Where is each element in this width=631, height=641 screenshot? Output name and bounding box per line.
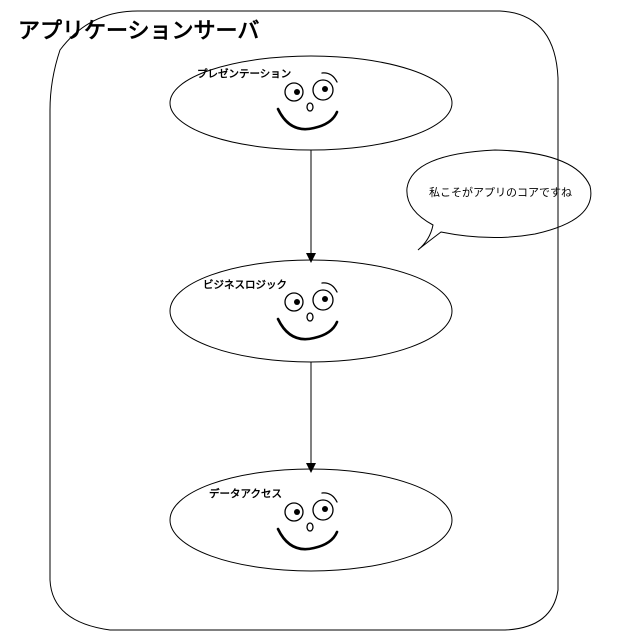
node-business-logic[interactable]: ビジネスロジック: [169, 259, 453, 363]
server-title: アプリケーションサーバ: [18, 19, 259, 44]
node-label-business-logic: ビジネスロジック: [203, 278, 287, 291]
face-icon: [276, 72, 339, 131]
face-icon: [276, 492, 339, 551]
node-data-access[interactable]: データアクセス: [169, 468, 453, 572]
node-presentation[interactable]: プレゼンテーション: [169, 55, 453, 151]
node-label-data-access: データアクセス: [209, 487, 282, 500]
callout-text: 私こそがアプリのコアですね: [429, 185, 572, 199]
speech-bubble-icon: 私こそがアプリのコアですね: [406, 149, 592, 251]
server-container: [49, 10, 559, 631]
node-label-presentation: プレゼンテーション: [197, 67, 291, 80]
face-icon: [276, 282, 339, 341]
